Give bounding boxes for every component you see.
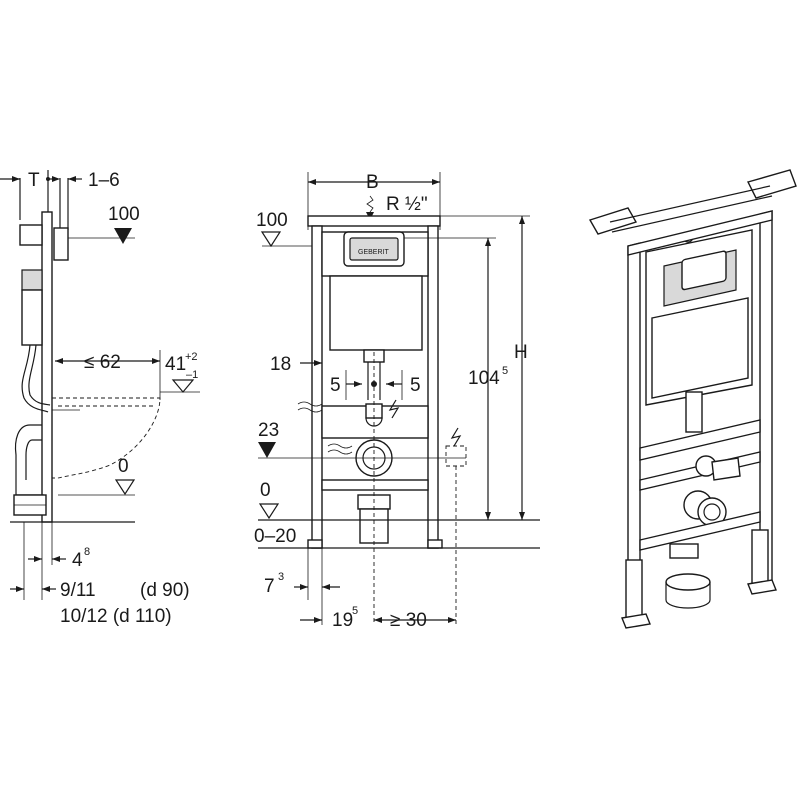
dim-1-6: 1–6 — [88, 170, 120, 191]
level-marker-0-side — [114, 479, 136, 496]
dim-H: H — [514, 342, 528, 363]
dim-B: B — [366, 172, 379, 193]
level-23: 23 — [258, 420, 279, 441]
level-100-front: 100 — [256, 210, 288, 231]
dim-5-right: 5 — [410, 375, 421, 396]
dim-7-sup: 3 — [278, 571, 284, 583]
dim-9-11: 9/11 — [60, 580, 96, 601]
brand-label: GEBERIT — [358, 249, 389, 256]
dim-d90: (d 90) — [140, 580, 190, 601]
level-0-side: 0 — [118, 456, 129, 477]
dim-4: 4 — [72, 550, 83, 571]
dim-4-sup: 8 — [84, 546, 90, 558]
dim-19-sup: 5 — [352, 605, 358, 617]
front-view: B R ½" 100 GEBERIT — [254, 172, 540, 631]
level-marker-0-front — [258, 503, 280, 520]
level-marker-23 — [258, 442, 276, 458]
dim-104-sup: 5 — [502, 365, 508, 377]
side-view: T 1–6 100 ≤ 62 41 +2 – — [0, 170, 200, 627]
dim-R: R ½" — [386, 194, 428, 215]
dim-41-upper-tol: +2 — [185, 351, 198, 363]
dim-41: 41 — [165, 354, 186, 375]
level-marker-100 — [114, 228, 132, 244]
isometric-view — [588, 169, 797, 629]
dim-le62: ≤ 62 — [84, 352, 121, 373]
dim-18: 18 — [270, 354, 291, 375]
dim-10-12: 10/12 (d 110) — [60, 606, 172, 627]
level-0-front: 0 — [260, 480, 271, 501]
dim-19: 19 — [332, 610, 353, 631]
dim-T: T — [28, 170, 40, 191]
dim-104: 104 — [468, 368, 500, 389]
level-100-side: 100 — [108, 204, 140, 225]
dim-5-left: 5 — [330, 375, 341, 396]
level-0-20: 0–20 — [254, 526, 296, 547]
dim-7: 7 — [264, 576, 275, 597]
dim-ge30: ≥ 30 — [390, 610, 427, 631]
level-marker-100-front — [260, 231, 282, 248]
dim-41-lower-tol: –1 — [186, 369, 198, 381]
level-marker-41 — [171, 379, 195, 393]
